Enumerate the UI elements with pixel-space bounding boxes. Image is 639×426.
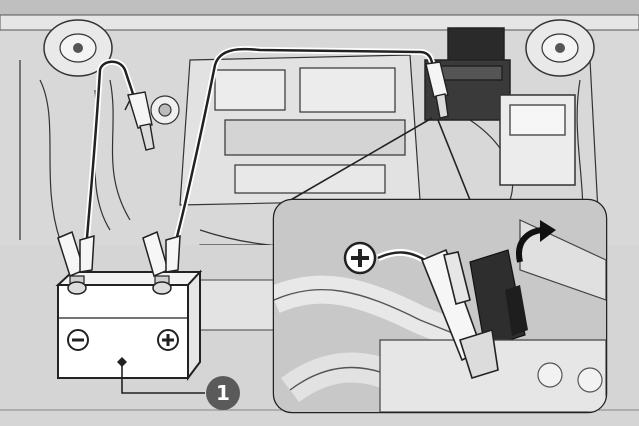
positive-jumper-cable (167, 46, 449, 263)
hood-edge (0, 0, 639, 15)
right-strut-tower (525, 19, 595, 77)
inset-positive-clamp (420, 248, 499, 379)
ground-clamp (124, 91, 155, 151)
zoom-line-left (281, 117, 433, 206)
inset-plus-icon (343, 241, 377, 275)
callout-leader-line (121, 362, 205, 394)
negative-jumper-cable (82, 58, 155, 263)
booster-positive-clamp (142, 230, 181, 295)
battery-minus-icon (67, 329, 89, 351)
car-battery-positive-clamp (425, 61, 449, 119)
booster-negative-clamp (57, 230, 95, 295)
radiator-support (0, 14, 639, 31)
zoom-line-right (437, 119, 471, 201)
inset-detail (272, 198, 608, 414)
battery-plus-icon (157, 329, 179, 351)
callout-badge: 1 (206, 376, 240, 410)
left-strut-tower (43, 19, 113, 77)
callout-number: 1 (216, 381, 230, 405)
